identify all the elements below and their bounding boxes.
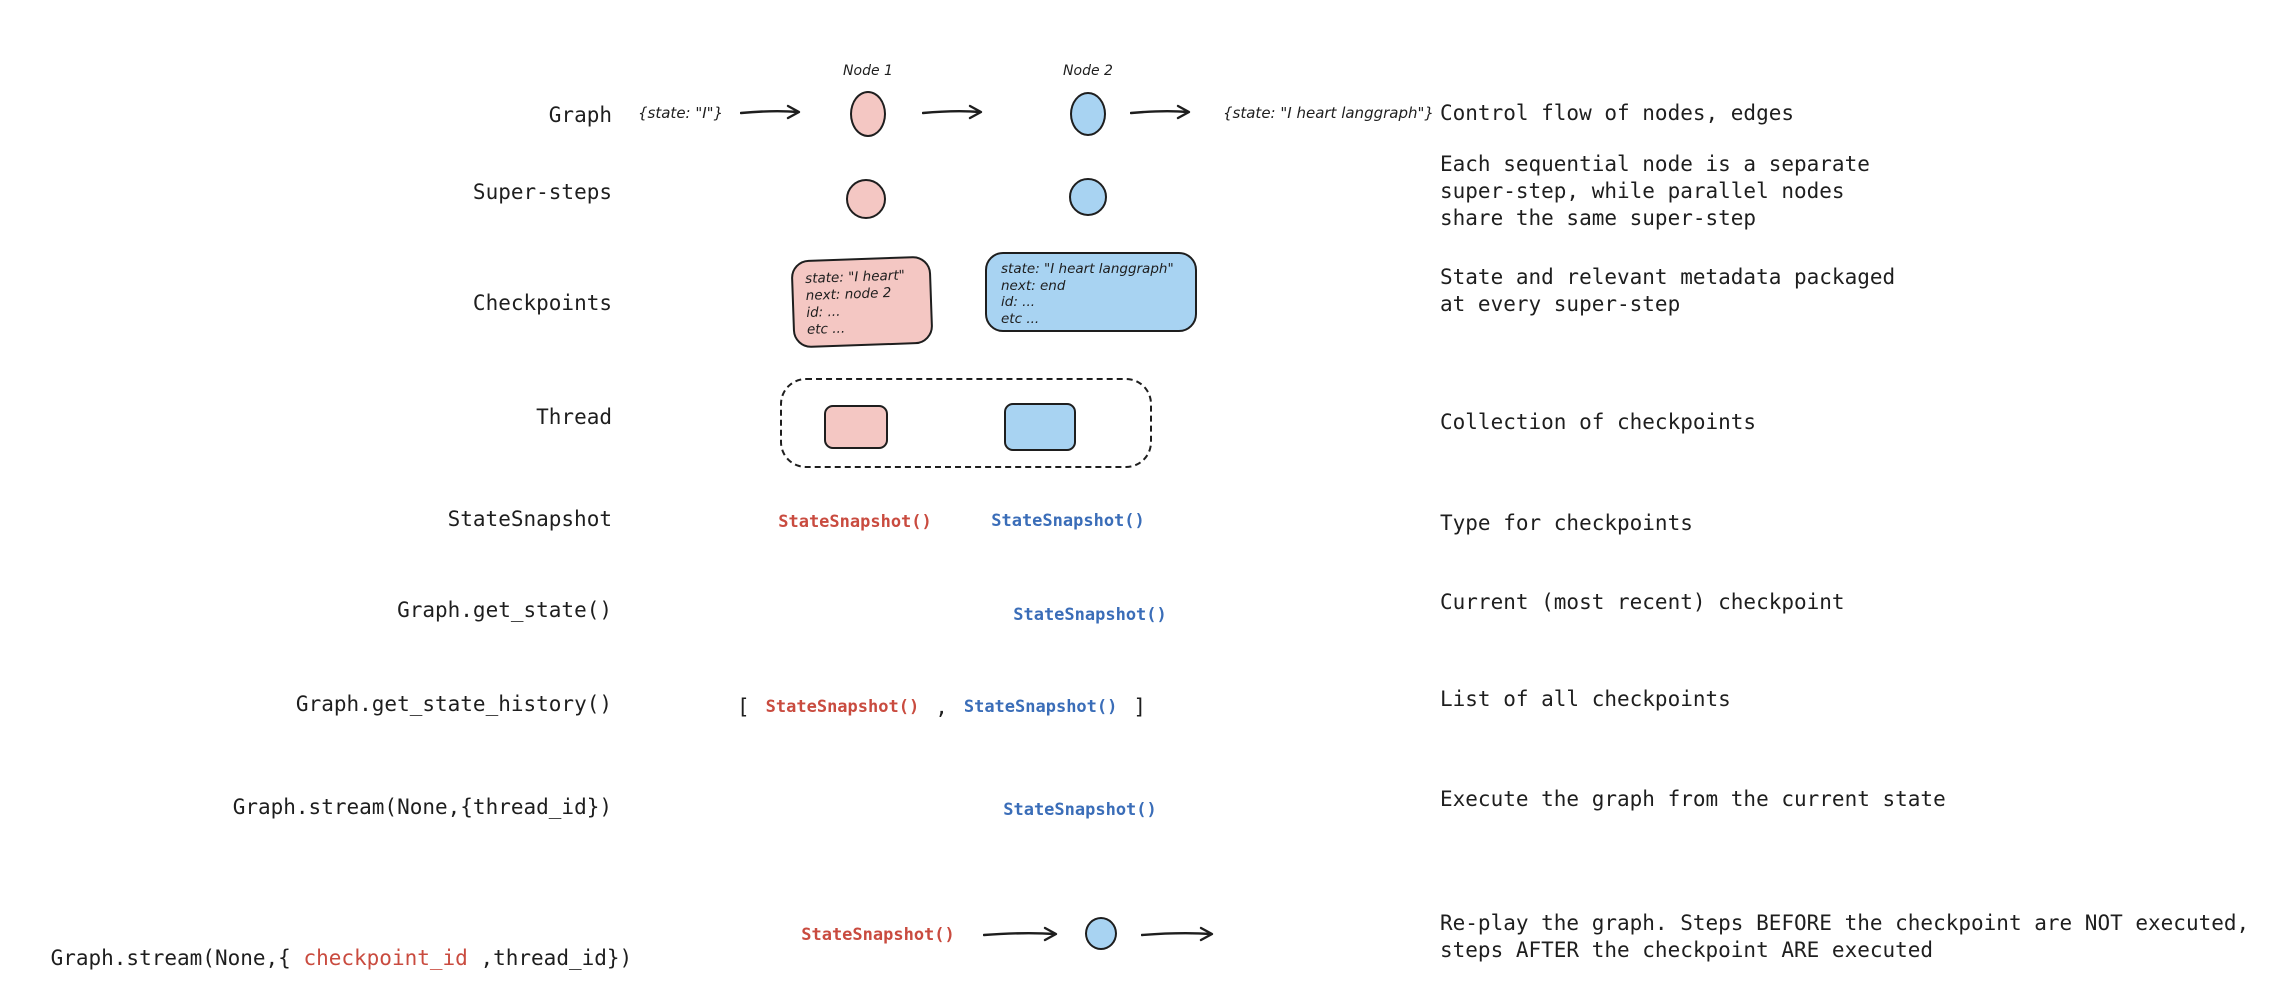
graph-output-state-text: {state: "I heart langgraph"} (1223, 104, 1434, 122)
row-stream-checkpoint-label: Graph.stream(None,{ checkpoint_id ,threa… (0, 916, 633, 970)
row-thread-description: Collection of checkpoints (1440, 410, 1757, 434)
node-1-label: Node 1 (843, 63, 893, 79)
node-2-circle (1070, 92, 1106, 136)
row-statesnapshot-label: StateSnapshot (447, 507, 612, 531)
thread-checkpoint-2 (1004, 403, 1076, 451)
row-checkpoints-description: State and relevant metadata packaged at … (1440, 265, 1896, 316)
arrow-icon (740, 104, 801, 120)
checkpoint-1-box: state: "I heart" next: node 2 id: ... et… (790, 255, 934, 349)
node-1-circle (850, 91, 886, 137)
statesnapshot-blue-item: StateSnapshot() (991, 511, 1145, 531)
node-2-label: Node 2 (1063, 63, 1113, 79)
arrow-icon (1141, 926, 1214, 942)
stream-checkpoint-label-pre: Graph.stream(None,{ (50, 946, 304, 970)
close-bracket: ] (1133, 695, 1147, 719)
row-statesnapshot-description: Type for checkpoints (1440, 511, 1693, 535)
row-stream-thread-description: Execute the graph from the current state (1440, 787, 1946, 811)
super-step-2-circle (1069, 178, 1107, 216)
history-red-item: StateSnapshot() (765, 697, 920, 717)
history-blue-item: StateSnapshot() (963, 697, 1118, 717)
arrow-icon (922, 104, 983, 120)
thread-checkpoint-1 (824, 405, 888, 449)
arrow-icon (1130, 104, 1191, 120)
get-state-blue-item: StateSnapshot() (1013, 605, 1167, 625)
row-stream-checkpoint-description: Re-play the graph. Steps BEFORE the chec… (1440, 911, 2250, 962)
arrow-icon (983, 926, 1058, 942)
row-get-state-history-description: List of all checkpoints (1440, 687, 1731, 711)
stream-checkpoint-red-item: StateSnapshot() (801, 925, 955, 945)
row-checkpoints-label: Checkpoints (472, 291, 612, 315)
stream-checkpoint-label-post: ,thread_id}) (467, 946, 633, 970)
row-get-state-history-label: Graph.get_state_history() (295, 692, 612, 716)
row-get-state-description: Current (most recent) checkpoint (1440, 590, 1845, 614)
row-thread-label: Thread (536, 405, 612, 429)
row-super-steps-label: Super-steps (472, 180, 612, 204)
row-super-steps-description: Each sequential node is a separate super… (1440, 152, 1870, 230)
get-state-history-list: [ StateSnapshot() , StateSnapshot() ] (737, 693, 1146, 721)
row-graph-label: Graph (548, 103, 612, 127)
comma: , (935, 695, 948, 719)
row-graph-description: Control flow of nodes, edges (1440, 101, 1795, 125)
graph-input-state-text: {state: "I"} (638, 104, 724, 122)
stream-checkpoint-label-checkpoint-id: checkpoint_id (303, 946, 468, 970)
thread-dashed-box (780, 378, 1152, 468)
open-bracket: [ (737, 695, 750, 719)
row-get-state-label: Graph.get_state() (397, 598, 612, 622)
super-step-1-circle (846, 179, 886, 219)
stream-thread-blue-item: StateSnapshot() (1003, 800, 1157, 820)
checkpoint-2-box: state: "I heart langgraph" next: end id:… (985, 252, 1197, 332)
replay-node-circle (1085, 917, 1117, 950)
row-stream-thread-label: Graph.stream(None,{thread_id}) (232, 795, 612, 819)
statesnapshot-red-item: StateSnapshot() (778, 512, 932, 532)
